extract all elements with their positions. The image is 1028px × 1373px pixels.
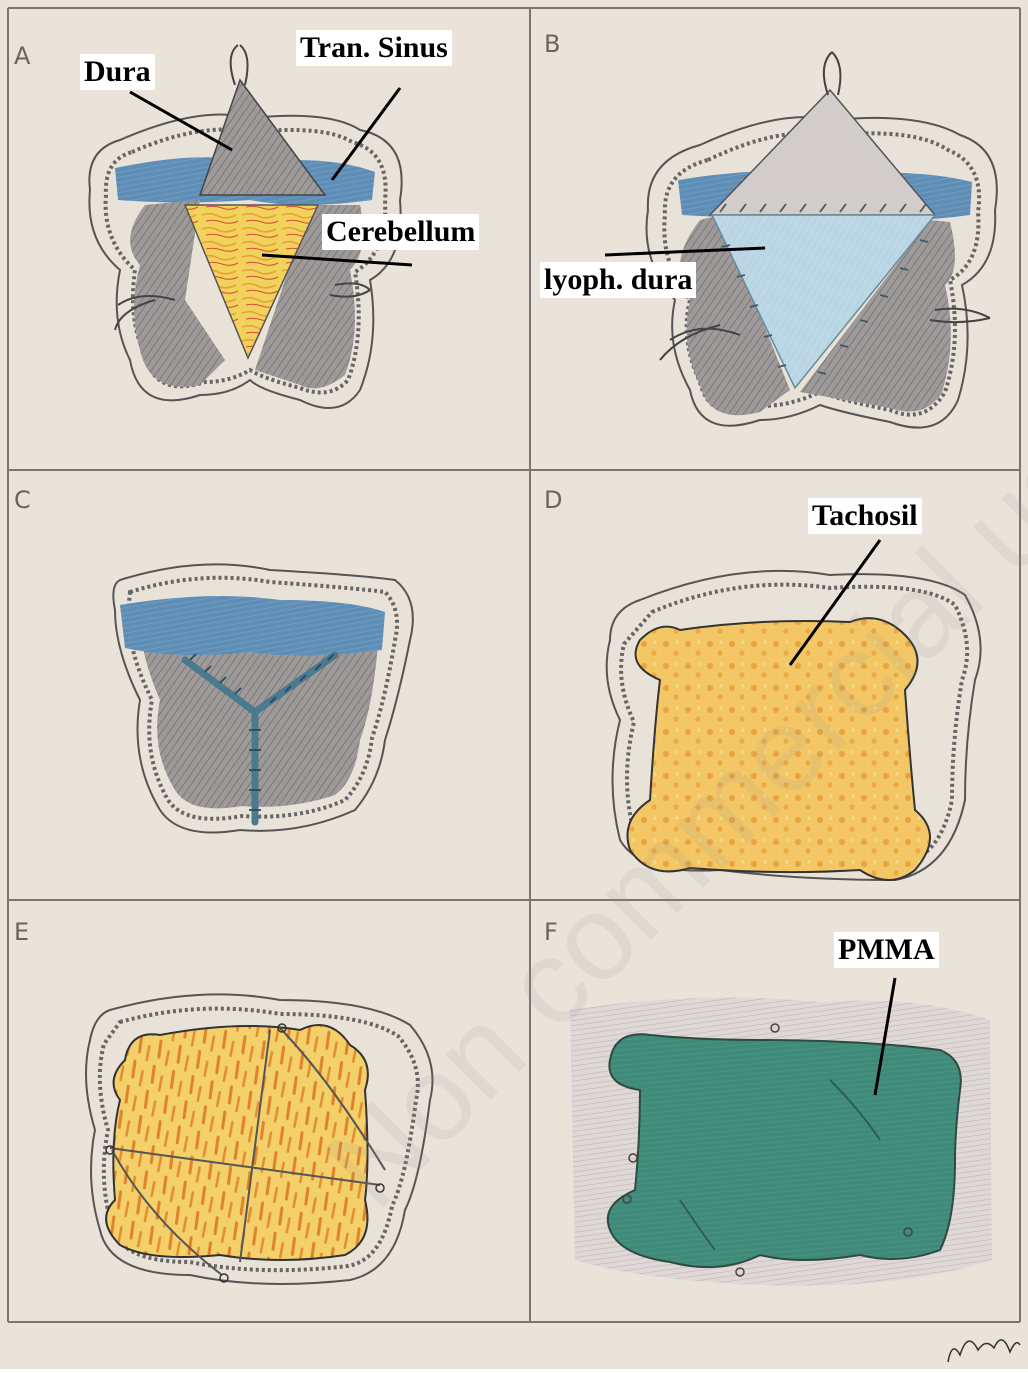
panel-c-letter: C [14,486,31,514]
panel-d-drawing [607,540,981,880]
label-tachosil: Tachosil [808,498,922,534]
panel-f-letter: F [544,918,558,946]
panel-d-letter: D [544,486,562,514]
panel-c-sinus [120,596,385,656]
panel-b-letter: B [544,30,560,58]
panel-a-letter: A [14,42,30,70]
label-pmma: PMMA [834,932,939,968]
label-transverse-sinus: Tran. Sinus [296,30,452,66]
label-cerebellum: Cerebellum [322,214,479,250]
panel-c-drawing [113,564,413,832]
panel-e-tachosil [106,1025,368,1260]
label-dura: Dura [80,54,155,90]
panel-e-letter: E [14,918,29,946]
label-lyophilized-dura: lyoph. dura [540,262,696,298]
panel-e-drawing [86,994,433,1284]
panel-f-pmma [608,1034,961,1267]
panel-d-tachosil [628,618,931,880]
